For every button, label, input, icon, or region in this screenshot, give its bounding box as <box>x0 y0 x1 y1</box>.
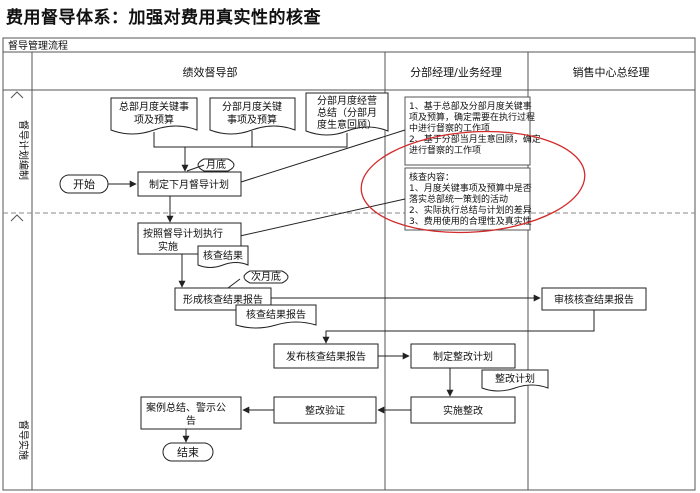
svg-text:次月底: 次月底 <box>251 270 281 283</box>
svg-text:1、基于总部及分部月度关键事: 1、基于总部及分部月度关键事 <box>409 100 532 112</box>
svg-text:发布核查结果报告: 发布核查结果报告 <box>286 350 366 363</box>
doc-branch-monthly-budget: 分部月度关键 事项及预算 <box>209 97 296 135</box>
svg-text:实施整改: 实施整改 <box>443 404 483 417</box>
svg-text:总结（分部月: 总结（分部月 <box>317 106 377 119</box>
svg-text:度生意回顾）: 度生意回顾） <box>317 118 377 131</box>
process-publish-report: 发布核查结果报告 <box>273 343 379 369</box>
connector-note2 <box>239 198 406 237</box>
highlight-circle <box>360 130 586 234</box>
svg-text:2、基于分部当月生意回顾，确定: 2、基于分部当月生意回顾，确定 <box>409 133 541 145</box>
svg-text:核查内容：: 核查内容： <box>409 171 454 183</box>
lane-label-performance: 绩效督导部 <box>183 65 238 79</box>
process-case-summary: 案例总结、警示公 告 <box>140 396 242 430</box>
svg-text:形成核查结果报告: 形成核查结果报告 <box>183 293 263 306</box>
connector-docs-merge <box>153 132 348 148</box>
svg-text:落实总部统一策划的活动: 落实总部统一策划的活动 <box>409 193 508 205</box>
svg-text:结束: 结束 <box>177 446 199 459</box>
connector-review-to-publish <box>322 310 595 344</box>
note-check-content: 核查内容： 1、月度关键事项及预算中是否 落实总部统一策划的活动 2、实际执行总… <box>404 167 532 231</box>
svg-text:制定下月督导计划: 制定下月督导计划 <box>149 178 229 191</box>
process-rectify-plan: 制定整改计划 <box>410 343 516 369</box>
page-title: 费用督导体系：加强对费用真实性的核查 <box>6 8 321 28</box>
process-implement: 实施整改 <box>410 396 516 424</box>
svg-text:整改计划: 整改计划 <box>495 372 535 385</box>
svg-text:总部月度关键事: 总部月度关键事 <box>119 100 189 113</box>
svg-text:分部月度经营: 分部月度经营 <box>317 94 377 107</box>
svg-text:案例总结、警示公: 案例总结、警示公 <box>146 401 226 414</box>
terminal-start: 开始 <box>59 174 109 194</box>
event-next-month-end: 次月底 <box>243 270 289 284</box>
lane-label-branch-manager: 分部经理/业务经理 <box>410 65 502 79</box>
svg-text:核查结果报告: 核查结果报告 <box>246 308 306 321</box>
connector-event2-to-report <box>227 278 241 289</box>
terminal-end: 结束 <box>162 442 214 462</box>
row-label-marker-2 <box>10 214 24 222</box>
svg-text:项及预算: 项及预算 <box>134 113 174 126</box>
doc-branch-business-review: 分部月度经营 总结（分部月 度生意回顾） <box>305 92 389 136</box>
svg-text:月底: 月底 <box>206 158 226 171</box>
frame-title: 督导管理流程 <box>8 39 68 52</box>
connector-event-to-plan <box>186 164 205 172</box>
svg-text:事项及预算: 事项及预算 <box>227 113 277 126</box>
row-label-plan: 督导计划编制 <box>17 120 30 180</box>
svg-text:整改验证: 整改验证 <box>305 404 345 417</box>
connector-note1 <box>240 129 406 183</box>
event-month-end: 月底 <box>197 158 235 172</box>
doc-rectify-plan: 整改计划 <box>481 369 549 392</box>
svg-text:1、月度关键事项及预算中是否: 1、月度关键事项及预算中是否 <box>409 182 532 194</box>
svg-text:审核核查结果报告: 审核核查结果报告 <box>554 293 634 306</box>
doc-check-result: 核查结果 <box>197 245 249 268</box>
svg-text:3、费用使用的合理性及真实性: 3、费用使用的合理性及真实性 <box>409 215 532 227</box>
doc-hq-monthly-budget: 总部月度关键事 项及预算 <box>110 97 198 135</box>
svg-text:分部月度关键: 分部月度关键 <box>222 100 282 113</box>
row-label-execute: 督导实施 <box>17 420 30 460</box>
doc-check-report: 核查结果报告 <box>235 304 317 329</box>
svg-text:2、实际执行总结与计划的差异: 2、实际执行总结与计划的差异 <box>409 204 532 216</box>
svg-text:进行督察的工作项: 进行督察的工作项 <box>409 144 481 156</box>
process-review-report: 审核核查结果报告 <box>541 287 647 311</box>
process-verify: 整改验证 <box>273 396 377 424</box>
svg-text:中进行督察的工作项: 中进行督察的工作项 <box>409 122 490 134</box>
svg-text:按照督导计划执行: 按照督导计划执行 <box>143 227 223 240</box>
svg-text:核查结果: 核查结果 <box>203 249 243 262</box>
svg-text:实施: 实施 <box>158 240 178 253</box>
svg-text:告: 告 <box>186 414 196 427</box>
process-form-report: 形成核查结果报告 <box>174 287 272 311</box>
process-make-plan: 制定下月督导计划 <box>137 171 242 197</box>
lane-label-sales-gm: 销售中心总经理 <box>573 65 650 79</box>
note-plan-basis: 1、基于总部及分部月度关键事 项及预算，确定需要在执行过程 中进行督察的工作项 … <box>404 96 541 166</box>
svg-text:项及预算，确定需要在执行过程: 项及预算，确定需要在执行过程 <box>409 111 535 123</box>
svg-text:开始: 开始 <box>73 177 95 191</box>
row-label-marker-1 <box>10 91 24 99</box>
svg-text:制定整改计划: 制定整改计划 <box>433 350 493 363</box>
frame <box>2 37 696 491</box>
